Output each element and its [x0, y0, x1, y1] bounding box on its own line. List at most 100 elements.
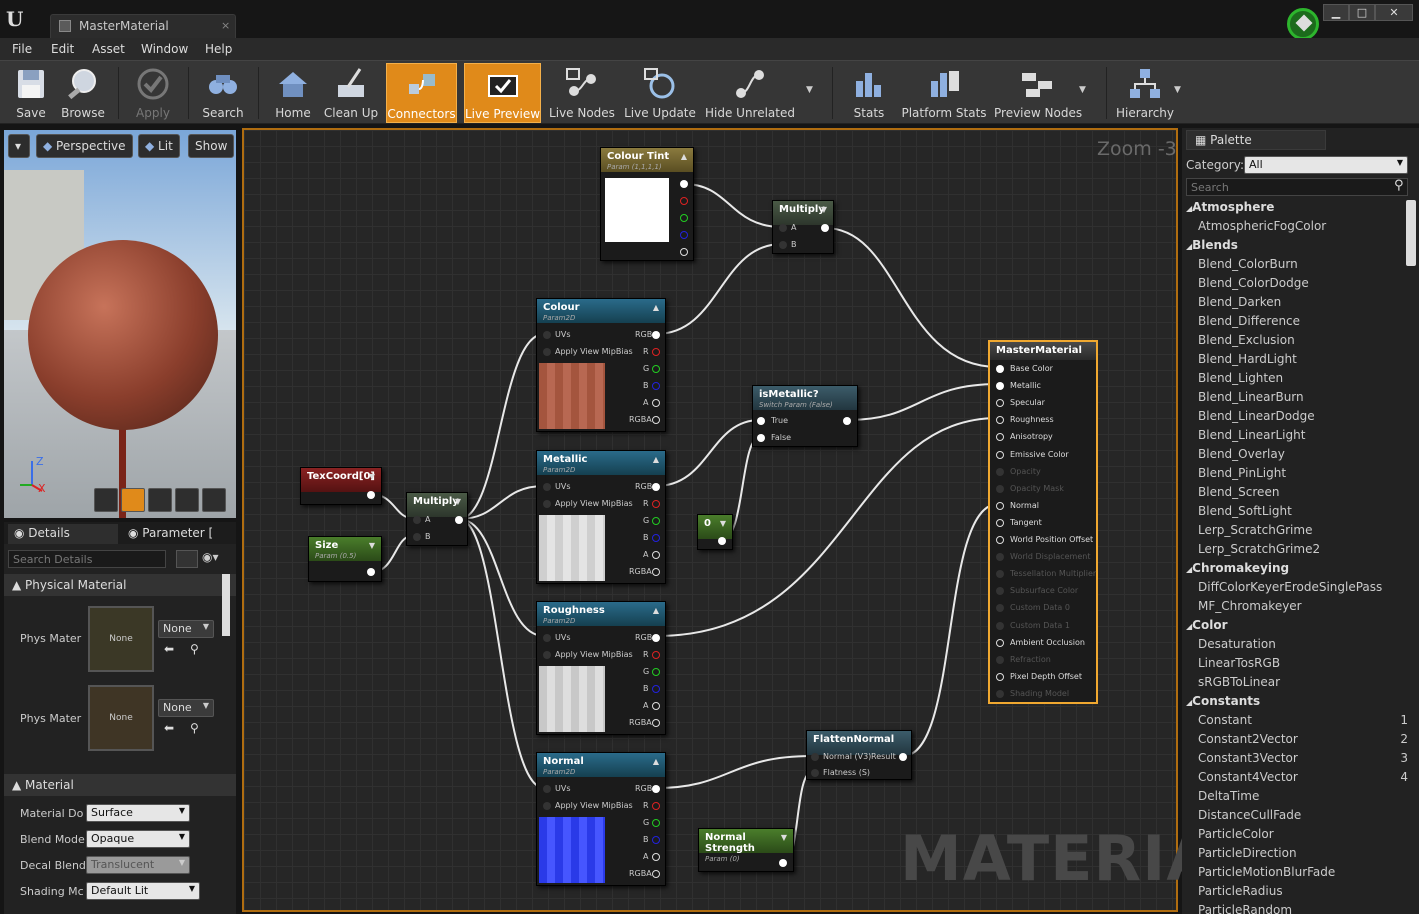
- master-input-pin[interactable]: Emissive Color: [996, 450, 1069, 459]
- collapse-icon[interactable]: ▼: [368, 541, 375, 550]
- output-pin-g[interactable]: [652, 517, 660, 525]
- minimize-button[interactable]: ▁: [1323, 4, 1349, 21]
- output-pin-result[interactable]: [899, 753, 907, 761]
- search-details-input[interactable]: Search Details: [8, 550, 166, 568]
- node-is-metallic-switch[interactable]: isMetallic?Switch Param (False) True Fal…: [752, 385, 858, 447]
- input-pin-normal[interactable]: [811, 753, 819, 761]
- output-pin-r[interactable]: [652, 348, 660, 356]
- output-pin-b[interactable]: [652, 534, 660, 542]
- input-pin-a[interactable]: [779, 224, 787, 232]
- output-pin[interactable]: [779, 859, 787, 867]
- palette-item[interactable]: Blend_Screen: [1198, 485, 1419, 504]
- expand-arrow-icon[interactable]: ◢: [1186, 622, 1193, 631]
- shading-model-combo[interactable]: Default Lit: [86, 882, 200, 900]
- pin-dot[interactable]: [996, 638, 1004, 647]
- node-flatten-normal[interactable]: FlattenNormal Normal (V3) Result Flatnes…: [806, 730, 912, 780]
- palette-item[interactable]: ParticleDirection: [1198, 846, 1419, 865]
- menu-edit[interactable]: Edit: [51, 42, 75, 56]
- preview-viewport[interactable]: ▾ ◆ Perspective ◆ Lit Show Z X: [4, 130, 236, 518]
- master-input-pin[interactable]: Pixel Depth Offset: [996, 672, 1082, 681]
- pin-dot[interactable]: [996, 672, 1004, 681]
- output-pin-r[interactable]: [652, 651, 660, 659]
- close-tab-icon[interactable]: ×: [221, 19, 231, 32]
- palette-item[interactable]: Blend_Exclusion: [1198, 333, 1419, 352]
- palette-item[interactable]: Lerp_ScratchGrime2: [1198, 542, 1419, 561]
- master-input-pin[interactable]: Roughness: [996, 415, 1054, 425]
- input-pin-uvs[interactable]: [543, 634, 551, 642]
- output-pin-rgb[interactable]: [652, 331, 660, 339]
- expand-arrow-icon[interactable]: ◢: [1186, 698, 1193, 707]
- input-pin-false[interactable]: [757, 434, 765, 442]
- palette-item[interactable]: Blend_Lighten: [1198, 371, 1419, 390]
- use-selected-arrow-icon[interactable]: ⬅: [164, 721, 175, 735]
- platform-stats-button[interactable]: Platform Stats: [900, 63, 988, 123]
- output-pin[interactable]: [455, 516, 463, 524]
- pin-dot[interactable]: [996, 621, 1004, 630]
- output-pin-rgba[interactable]: [652, 416, 660, 424]
- preview-mesh-button[interactable]: [202, 488, 226, 512]
- master-input-pin[interactable]: Tessellation Multiplier: [996, 569, 1096, 579]
- input-pin-mipbias[interactable]: [543, 802, 551, 810]
- master-input-pin[interactable]: Custom Data 1: [996, 621, 1070, 630]
- blend-mode-combo[interactable]: Opaque: [86, 830, 190, 848]
- home-button[interactable]: Home: [266, 63, 320, 123]
- output-pin-b[interactable]: [680, 231, 688, 239]
- palette-category[interactable]: ◢Blends: [1186, 238, 1408, 257]
- pin-dot[interactable]: [996, 536, 1004, 544]
- phys-material-thumbnail-2[interactable]: None: [88, 685, 154, 751]
- master-input-pin[interactable]: Anisotropy: [996, 432, 1053, 442]
- clean-up-button[interactable]: Clean Up: [322, 63, 380, 123]
- palette-item[interactable]: DistanceCullFade: [1198, 808, 1419, 827]
- palette-item[interactable]: Blend_LinearLight: [1198, 428, 1419, 447]
- collapse-icon[interactable]: ▲: [652, 606, 659, 615]
- master-input-pin[interactable]: World Displacement: [996, 552, 1090, 562]
- master-input-pin[interactable]: Normal: [996, 501, 1039, 510]
- palette-item[interactable]: Blend_Overlay: [1198, 447, 1419, 466]
- material-domain-combo[interactable]: Surface: [86, 804, 190, 822]
- palette-item[interactable]: ParticleRandom: [1198, 903, 1419, 914]
- collapse-icon[interactable]: ▲: [652, 303, 659, 312]
- output-pin-g[interactable]: [652, 819, 660, 827]
- output-pin-b[interactable]: [652, 382, 660, 390]
- palette-item[interactable]: Desaturation: [1198, 637, 1419, 656]
- palette-item[interactable]: ParticleColor: [1198, 827, 1419, 846]
- output-pin-rgba[interactable]: [652, 568, 660, 576]
- document-tab[interactable]: MasterMaterial ×: [50, 14, 236, 38]
- pin-dot[interactable]: [996, 450, 1004, 459]
- input-pin-true[interactable]: [757, 417, 765, 425]
- physical-material-section[interactable]: ▲ Physical Material: [4, 574, 236, 596]
- output-pin-a[interactable]: [652, 702, 660, 710]
- palette-item[interactable]: DiffColorKeyerErodeSinglePass: [1198, 580, 1419, 599]
- viewport-options-button[interactable]: ▾: [8, 134, 30, 158]
- master-input-pin[interactable]: Metallic: [996, 381, 1041, 391]
- input-pin-mipbias[interactable]: [543, 651, 551, 659]
- palette-category[interactable]: ◢Chromakeying: [1186, 561, 1408, 580]
- category-combo[interactable]: All: [1244, 156, 1408, 174]
- palette-item[interactable]: Blend_ColorBurn: [1198, 257, 1419, 276]
- palette-category[interactable]: ◢Color: [1186, 618, 1408, 637]
- collapse-icon[interactable]: ▼: [820, 205, 827, 214]
- phys-material-thumbnail-1[interactable]: None: [88, 606, 154, 672]
- palette-item[interactable]: Blend_LinearDodge: [1198, 409, 1419, 428]
- close-window-button[interactable]: ✕: [1375, 4, 1413, 21]
- palette-item[interactable]: LinearTosRGB: [1198, 656, 1419, 675]
- show-button[interactable]: Show: [188, 134, 235, 158]
- node-constant-zero[interactable]: 0▼: [697, 514, 733, 550]
- preview-cylinder-button[interactable]: [94, 488, 118, 512]
- input-pin-flatness[interactable]: [811, 769, 819, 777]
- palette-category[interactable]: ◢Atmosphere: [1186, 200, 1408, 219]
- collapse-icon[interactable]: ▼: [719, 519, 726, 528]
- output-pin-g[interactable]: [680, 214, 688, 222]
- input-pin-b[interactable]: [779, 241, 787, 249]
- output-pin-g[interactable]: [652, 365, 660, 373]
- output-pin-a[interactable]: [652, 551, 660, 559]
- input-pin-mipbias[interactable]: [543, 348, 551, 356]
- master-input-pin[interactable]: Tangent: [996, 518, 1042, 527]
- tab-parameters[interactable]: ◉ Parameter [: [122, 524, 232, 544]
- grid-view-icon[interactable]: [176, 550, 198, 568]
- pin-dot[interactable]: [996, 518, 1004, 527]
